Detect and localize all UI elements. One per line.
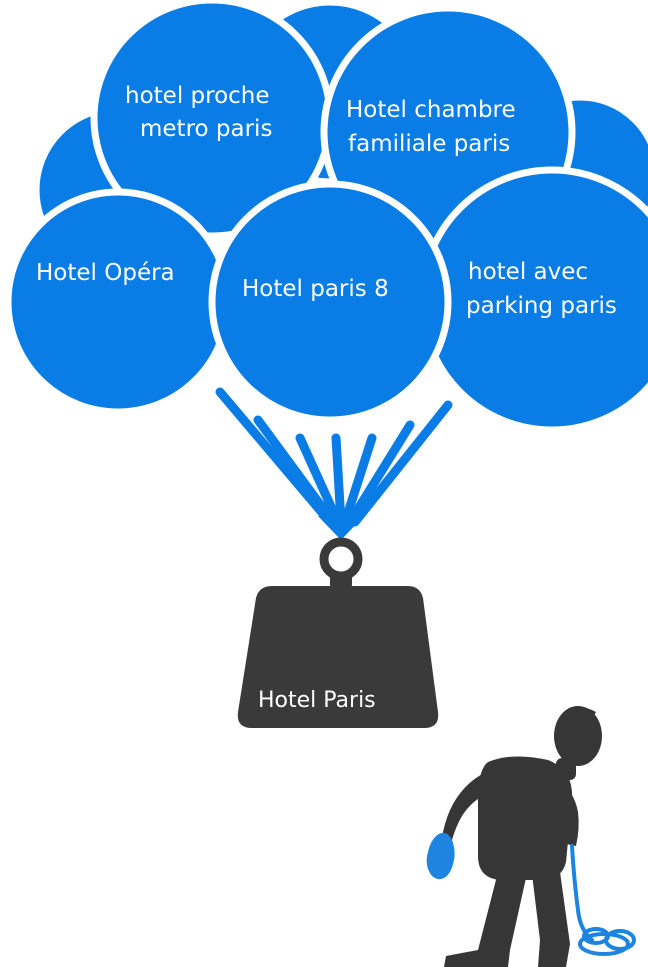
weight-ring (319, 537, 363, 581)
balloon-opera (4, 188, 232, 416)
weight-neck (330, 573, 352, 589)
sad-person-icon (442, 706, 602, 967)
deflated-balloon-icon (426, 832, 455, 880)
weight-label: Hotel Paris (258, 688, 376, 713)
balloon-parking-line2: parking paris (466, 293, 617, 319)
balloon-paris8-label: Hotel paris 8 (242, 276, 389, 302)
trailing-string (570, 844, 636, 956)
balloon-paris8 (208, 180, 452, 424)
balloon-proche-metro-line1: hotel proche (125, 83, 270, 109)
string-knot (318, 516, 364, 540)
balloon-opera-label: Hotel Opéra (36, 260, 175, 286)
balloon-strings (215, 387, 453, 527)
balloon-parking-line1: hotel avec (468, 259, 588, 285)
weight-icon (237, 586, 439, 728)
balloon-cluster (4, 0, 648, 434)
balloon-chambre-familiale-line2: familiale paris (348, 131, 510, 157)
balloon-chambre-familiale-line1: Hotel chambre (346, 97, 516, 123)
balloon-proche-metro-line2: metro paris (140, 116, 272, 142)
